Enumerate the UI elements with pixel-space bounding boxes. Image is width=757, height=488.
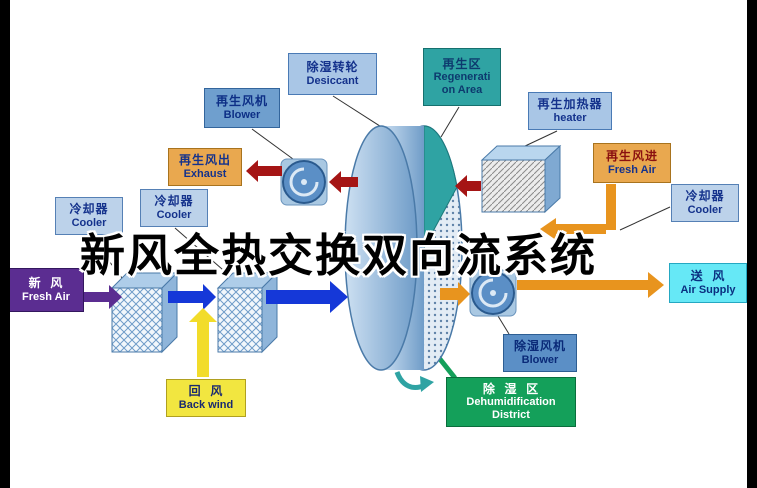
return-air-arrow <box>189 308 217 377</box>
rotation-arrow-icon <box>394 371 434 392</box>
dehum-district-label: 除 湿 区 Dehumidification District <box>446 377 576 427</box>
regeneration-area-label-en1: Regenerati <box>433 71 491 83</box>
back-wind-label-en: Back wind <box>178 398 234 411</box>
right-black-bar <box>747 0 757 488</box>
dehum-district-label-zh: 除 湿 区 <box>482 381 540 396</box>
heater-to-wheel-arrow <box>455 175 481 197</box>
dehum-district-label-en1: Dehumidification <box>466 396 556 408</box>
regen-exhaust-arrow <box>246 160 282 182</box>
dehum-blower-fan <box>469 269 517 317</box>
exhaust-label: 再生风出 Exhaust <box>168 148 242 186</box>
regen-blower-label: 再生风机 Blower <box>204 88 280 128</box>
exhaust-label-en: Exhaust <box>183 167 227 180</box>
back-wind-label: 回 风 Back wind <box>166 379 246 417</box>
cooler-left1-label-en: Cooler <box>71 216 107 229</box>
left-black-bar <box>0 0 10 488</box>
desiccant-label-en: Desiccant <box>306 74 359 87</box>
regen-fresh-air-label: 再生风进 Fresh Air <box>593 143 671 183</box>
dehum-district-label-en2: District <box>492 409 530 422</box>
wheel-to-regen-fan-arrow <box>329 171 358 193</box>
regeneration-area-label: 再生区 Regenerati on Area <box>423 48 501 106</box>
wheel-to-fan-arrow <box>440 282 470 306</box>
desiccant-label-zh: 除湿转轮 <box>306 60 359 75</box>
cooler-left1-label-zh: 冷却器 <box>69 202 109 217</box>
regen-fresh-air-label-en: Fresh Air <box>608 163 656 176</box>
fresh-air-label-en: Fresh Air <box>22 290 70 303</box>
desiccant-wheel <box>344 125 463 371</box>
cooler-left2-label: 冷却器 Cooler <box>140 189 208 227</box>
dehum-blower-label-en: Blower <box>521 353 559 366</box>
desiccant-label: 除湿转轮 Desiccant <box>288 53 377 95</box>
cooler-unit-2 <box>216 271 279 354</box>
regen-heater-label: 再生加热器 heater <box>528 92 612 130</box>
fresh-air-label-zh: 新 风 <box>28 276 64 291</box>
cooler-left1-label: 冷却器 Cooler <box>55 197 123 235</box>
regeneration-area-label-en2: on Area <box>441 84 483 97</box>
cooler-right-label: 冷却器 Cooler <box>671 184 739 222</box>
fresh-air-arrow <box>84 285 122 309</box>
process-arrow-2 <box>266 281 348 313</box>
cooler-unit-1 <box>110 271 179 354</box>
heater-unit <box>480 144 562 214</box>
dehum-blower-label: 除湿风机 Blower <box>503 334 577 372</box>
air-supply-label-en: Air Supply <box>680 283 736 296</box>
regen-heater-label-en: heater <box>553 111 587 124</box>
regen-fresh-air-label-zh: 再生风进 <box>605 149 658 164</box>
back-wind-label-zh: 回 风 <box>188 384 224 399</box>
regeneration-area-label-zh: 再生区 <box>442 56 482 71</box>
supply-air-arrow <box>517 272 664 298</box>
watermark-title: 新风全热交换双向流系统 <box>80 230 598 281</box>
air-supply-label-zh: 送 风 <box>690 269 726 284</box>
cooler-left2-label-en: Cooler <box>156 208 192 221</box>
cooler-left2-label-zh: 冷却器 <box>154 194 194 209</box>
regen-blower-fan <box>280 158 328 206</box>
cooler-right-label-zh: 冷却器 <box>685 189 725 204</box>
air-supply-label: 送 风 Air Supply <box>669 263 747 303</box>
regen-blower-label-zh: 再生风机 <box>215 94 268 109</box>
fresh-air-label: 新 风 Fresh Air <box>8 268 84 312</box>
exhaust-label-zh: 再生风出 <box>178 153 231 168</box>
cooler-right-label-en: Cooler <box>687 203 723 216</box>
regen-inlet-path <box>540 184 616 240</box>
regen-blower-label-en: Blower <box>223 108 261 121</box>
dehum-blower-label-zh: 除湿风机 <box>513 339 566 354</box>
process-arrow-1 <box>168 284 216 310</box>
connector-lines <box>89 95 671 335</box>
regen-heater-label-zh: 再生加热器 <box>537 97 603 112</box>
